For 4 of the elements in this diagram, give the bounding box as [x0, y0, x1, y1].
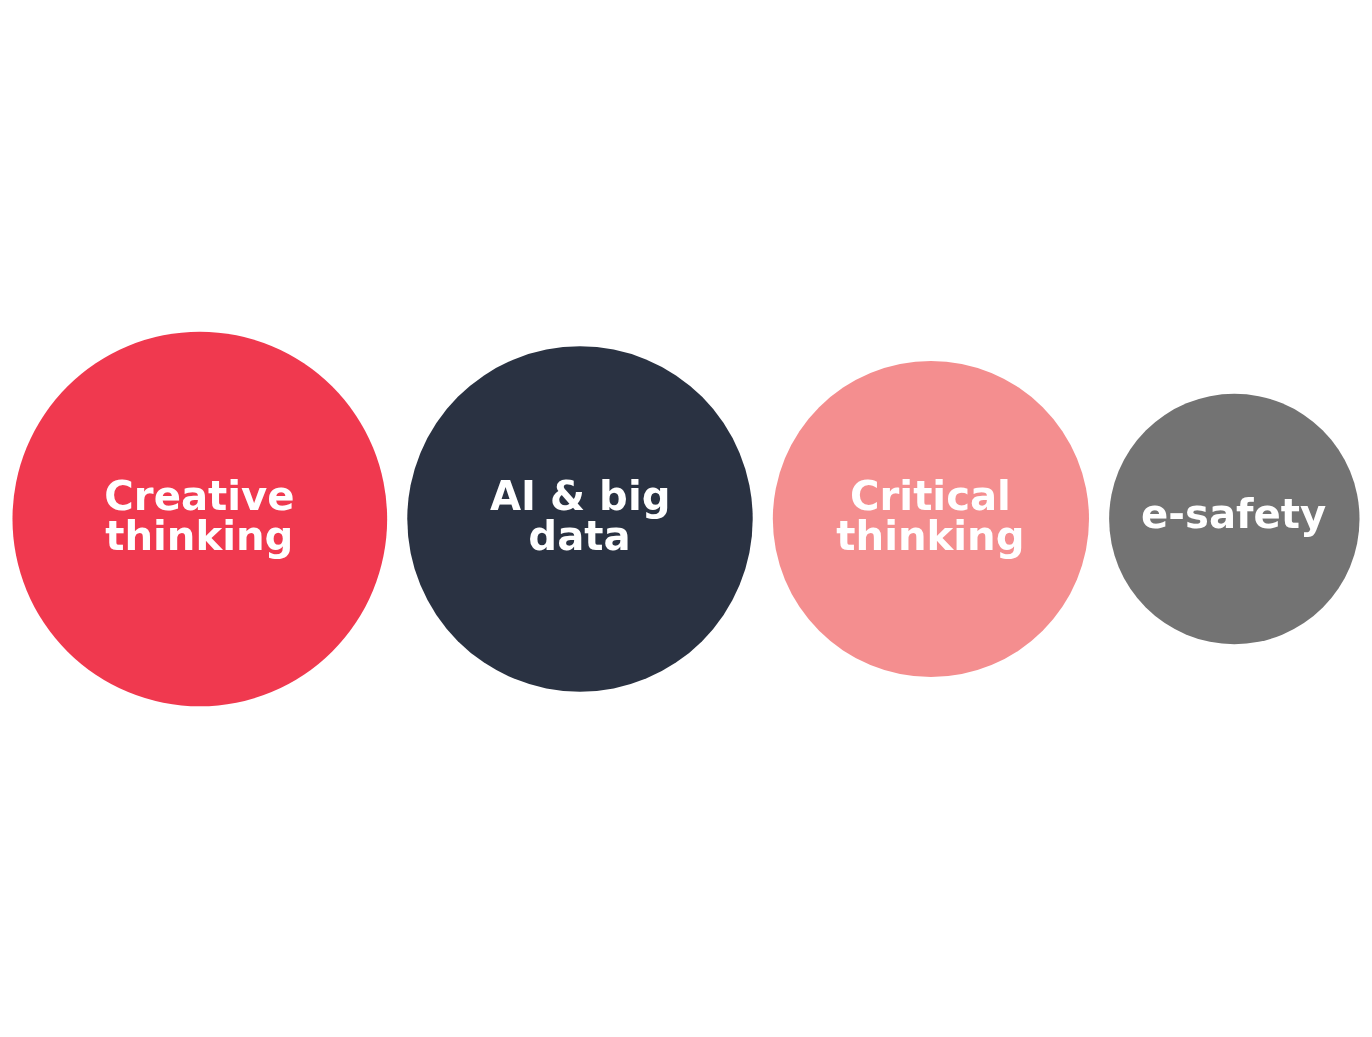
- node-circle: Creative thinking: [12, 331, 388, 706]
- node-circle: AI & big data: [407, 345, 753, 692]
- node-circle: e-safety: [1109, 393, 1360, 644]
- node-circle: Critical thinking: [772, 360, 1089, 677]
